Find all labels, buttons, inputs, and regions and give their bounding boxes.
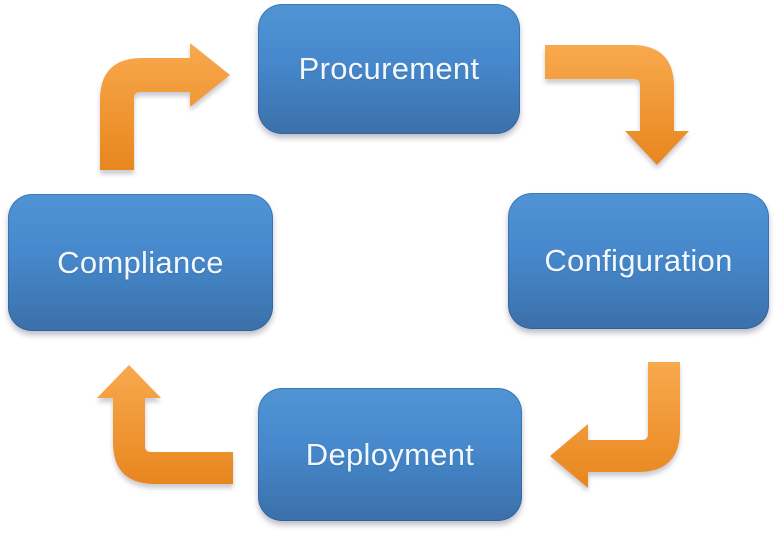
node-deployment: Deployment — [258, 388, 522, 521]
arrow-configuration-to-deployment — [550, 362, 680, 488]
node-label: Deployment — [305, 436, 475, 472]
node-configuration: Configuration — [508, 193, 769, 329]
arrow-compliance-to-procurement — [100, 43, 230, 170]
arrow-deployment-to-compliance — [97, 365, 233, 484]
node-label: Configuration — [544, 243, 733, 278]
node-label: Compliance — [57, 244, 224, 280]
node-procurement: Procurement — [258, 4, 520, 134]
arrow-procurement-to-configuration — [545, 45, 689, 165]
node-compliance: Compliance — [8, 194, 273, 331]
node-label: Procurement — [298, 51, 480, 86]
